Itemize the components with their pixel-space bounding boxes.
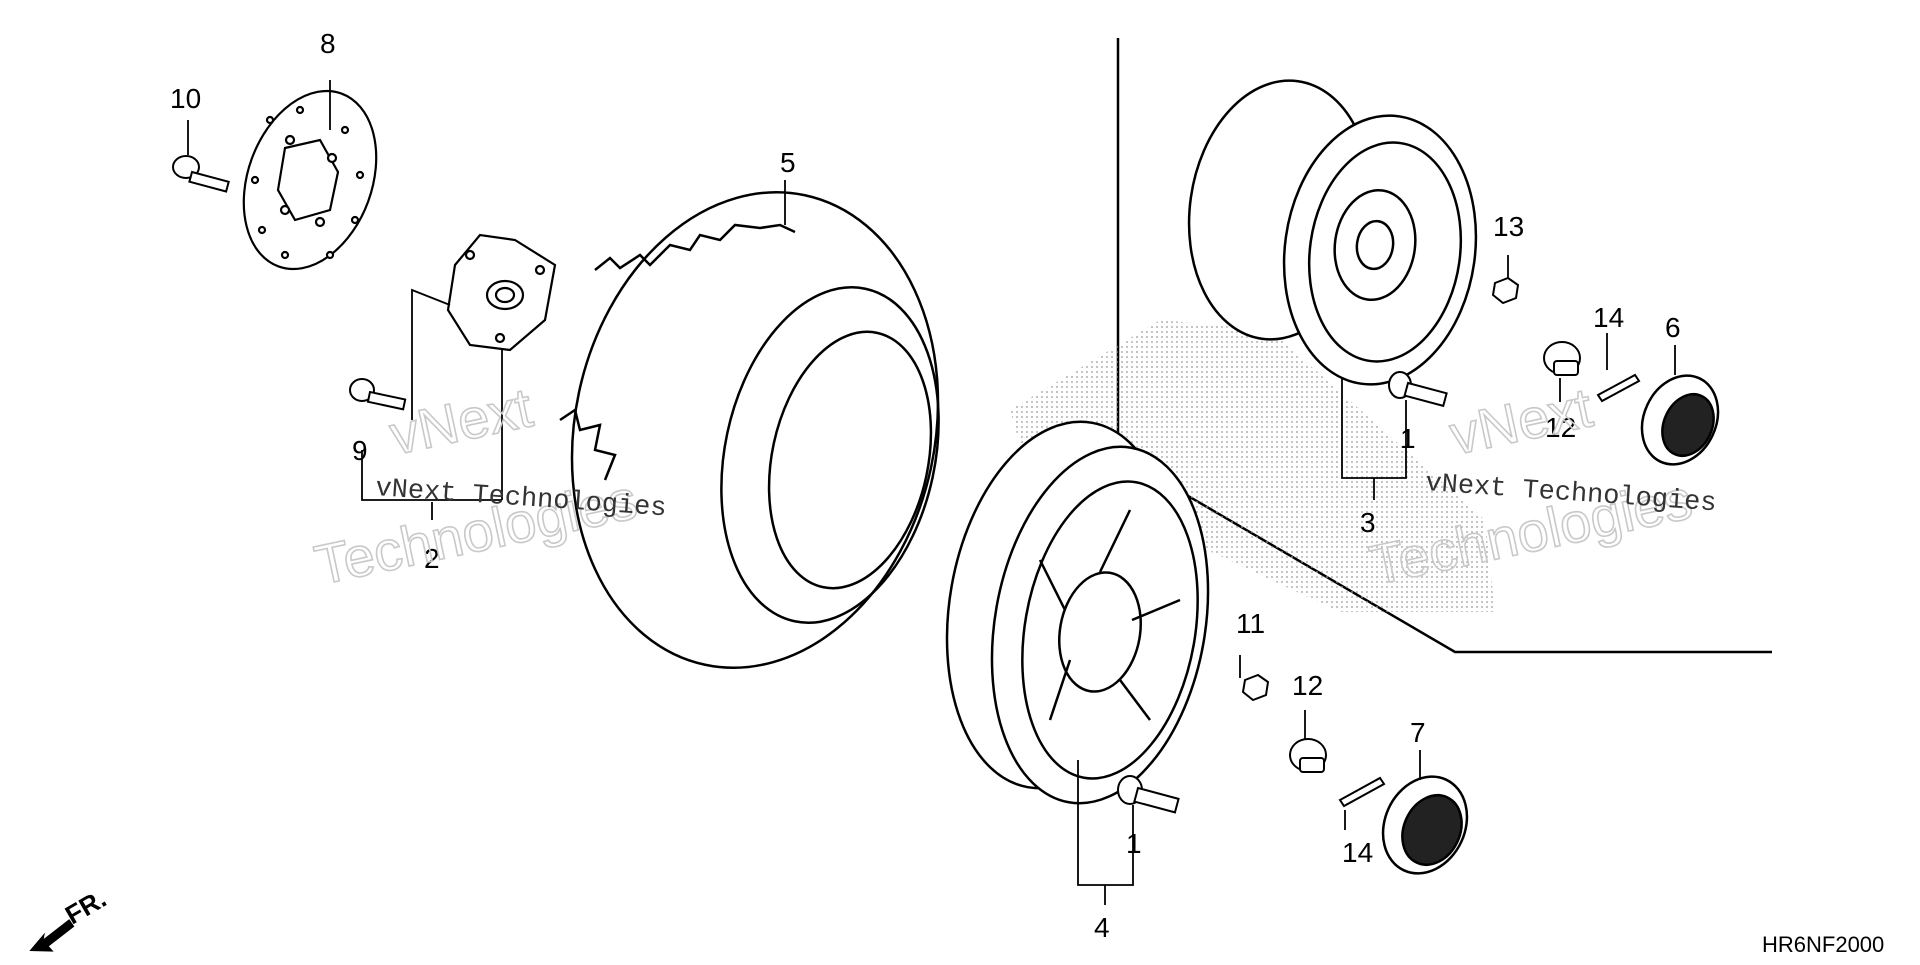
hub-caps <box>1381 374 1720 875</box>
rear-wheel <box>1187 79 1478 386</box>
callout-14-rear: 14 <box>1593 302 1624 333</box>
front-direction-indicator: FR. <box>29 883 111 952</box>
leader-lines-right <box>784 180 1676 905</box>
drawing-code: HR6NF2000 <box>1762 932 1884 957</box>
valve-stem-front <box>1117 775 1180 814</box>
callout-5: 5 <box>780 147 796 178</box>
callout-7: 7 <box>1410 717 1426 748</box>
callout-8: 8 <box>320 28 336 59</box>
callout-4: 4 <box>1094 912 1110 943</box>
shadow-stipple <box>1010 320 1495 612</box>
callout-12-rear: 12 <box>1545 412 1576 443</box>
leader-lines-left <box>187 80 503 520</box>
svg-text:vNext: vNext <box>1444 375 1598 466</box>
callout-9: 9 <box>352 435 368 466</box>
wheel-hub <box>446 233 557 352</box>
callout-labels: 1 1 2 3 4 5 6 7 8 9 10 11 12 12 13 14 14 <box>170 28 1681 943</box>
callout-13: 13 <box>1493 211 1524 242</box>
callout-14-front: 14 <box>1342 837 1373 868</box>
rotor-bolt <box>172 155 230 193</box>
callout-3: 3 <box>1360 507 1376 538</box>
callout-10: 10 <box>170 83 201 114</box>
hub-stud <box>349 378 407 411</box>
wheel-nuts <box>1241 276 1581 773</box>
arrow-left-icon <box>29 919 75 952</box>
callout-2: 2 <box>424 543 440 574</box>
callout-12-front: 12 <box>1292 670 1323 701</box>
cotter-pins <box>1338 373 1641 808</box>
callout-6: 6 <box>1665 312 1681 343</box>
callout-11: 11 <box>1236 608 1265 639</box>
svg-text:vNext: vNext <box>384 375 538 466</box>
callout-1-rear: 1 <box>1400 423 1416 454</box>
front-wheel <box>945 420 1210 805</box>
valve-stem-rear <box>1388 371 1448 408</box>
brake-disc <box>242 89 378 271</box>
callout-1-front: 1 <box>1126 828 1142 859</box>
tire <box>559 191 940 669</box>
